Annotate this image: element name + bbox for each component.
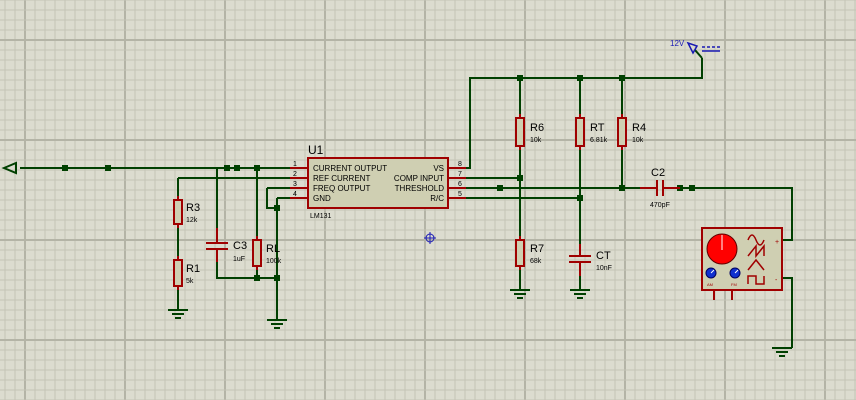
resistor-value: 68k — [530, 258, 542, 265]
fm-label: FM — [731, 282, 737, 287]
resistor-ref: R7 — [530, 243, 544, 255]
junction-dot — [577, 195, 583, 201]
pin-name: THRESHOLD — [395, 184, 445, 193]
output-terminal-icon[interactable] — [1, 161, 17, 175]
am-label: AM — [707, 282, 713, 287]
wire-vs — [460, 58, 703, 169]
function-generator[interactable]: AM FM + - — [701, 227, 792, 300]
ground-icon — [267, 319, 287, 329]
ground-icon — [570, 289, 590, 299]
resistor-rl[interactable]: RL 100k — [252, 236, 282, 270]
pin-number: 7 — [458, 171, 462, 178]
junction-dot — [224, 165, 230, 171]
resistor-ref: R1 — [186, 263, 200, 275]
capacitor-c2[interactable] — [640, 180, 680, 196]
power-terminal-12v[interactable]: 12V — [670, 39, 720, 59]
wires — [20, 58, 793, 348]
junction-dot — [274, 205, 280, 211]
capacitor-ref: C3 — [233, 240, 247, 252]
pin-number: 1 — [293, 161, 297, 168]
junction-dot — [234, 165, 240, 171]
junction-dot — [254, 275, 260, 281]
pin-name: COMP INPUT — [394, 174, 444, 183]
capacitor-ct[interactable] — [569, 244, 591, 276]
pin-number: 8 — [458, 161, 462, 168]
capacitor-value: 470pF — [650, 202, 670, 209]
junctions — [62, 75, 695, 281]
capacitor-value: 1uF — [233, 256, 245, 263]
junction-dot — [497, 185, 503, 191]
resistor-value: 100k — [266, 258, 282, 265]
ground-icon — [168, 309, 188, 319]
minus-label: - — [775, 277, 778, 284]
junction-dot — [619, 185, 625, 191]
resistor-value: 10k — [632, 137, 644, 144]
pin-name: FREQ OUTPUT — [313, 184, 370, 193]
pin-number: 4 — [293, 191, 297, 198]
grounds — [168, 289, 792, 357]
plus-label: + — [775, 239, 779, 246]
power-label: 12V — [670, 39, 685, 48]
resistor-ref: R6 — [530, 122, 544, 134]
junction-dot — [62, 165, 68, 171]
junction-dot — [274, 275, 280, 281]
resistor-value: 12k — [186, 217, 198, 224]
junction-dot — [619, 75, 625, 81]
crosshair-cursor-icon — [424, 232, 436, 244]
resistor-value: 6.81k — [590, 137, 608, 144]
resistor-ref: R3 — [186, 202, 200, 214]
capacitor-ref: C2 — [651, 167, 665, 179]
junction-dot — [517, 75, 523, 81]
junction-dot — [517, 175, 523, 181]
pin-name: REF CURRENT — [313, 174, 370, 183]
ground-icon — [510, 289, 530, 299]
chip-u1[interactable]: U1 LM131 CURRENT OUTPUT REF CURRENT FREQ… — [290, 143, 466, 220]
junction-dot — [577, 75, 583, 81]
chip-ref: U1 — [308, 143, 324, 157]
pin-name: R/C — [430, 194, 444, 203]
resistor-value: 10k — [530, 137, 542, 144]
resistor-ref: RT — [590, 122, 605, 134]
resistor-value: 5k — [186, 278, 194, 285]
pin-number: 5 — [458, 191, 462, 198]
pin-number: 6 — [458, 181, 462, 188]
junction-dot — [105, 165, 111, 171]
resistor-rt[interactable]: RT 6.81k — [575, 114, 608, 150]
waveform-icon — [747, 234, 765, 285]
capacitor-value: 10nF — [596, 265, 612, 272]
pin-name: GND — [313, 194, 331, 203]
capacitor-ref: CT — [596, 250, 611, 262]
pin-number: 2 — [293, 171, 297, 178]
pin-name: VS — [433, 164, 444, 173]
resistor-ref: RL — [266, 243, 280, 255]
junction-dot — [254, 165, 260, 171]
junction-dot — [689, 185, 695, 191]
pin-name: CURRENT OUTPUT — [313, 164, 387, 173]
chip-part: LM131 — [310, 213, 332, 220]
pin-number: 3 — [293, 181, 297, 188]
capacitor-c3[interactable] — [206, 228, 228, 262]
resistor-ref: R4 — [632, 122, 646, 134]
